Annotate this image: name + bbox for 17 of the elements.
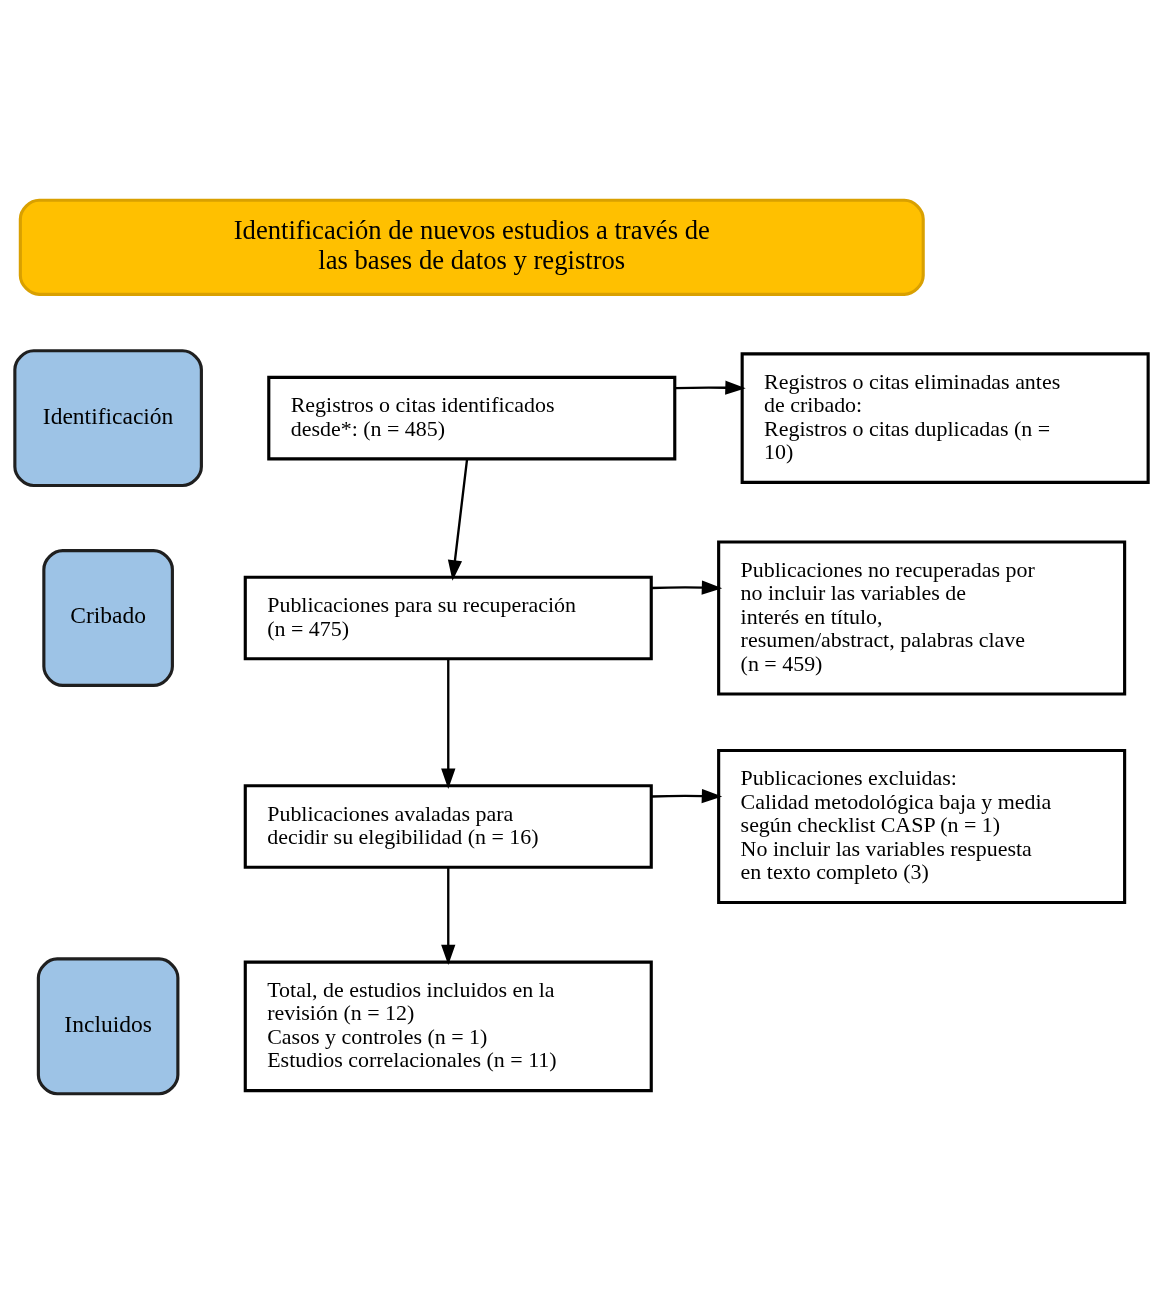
node-box: Identificación bbox=[13, 349, 203, 488]
node-box: Incluidos bbox=[36, 957, 180, 1096]
node-box: Publicaciones no recuperadas por no incluir las variables de interés en título, resumen/abstract, palabras clave (n = 459) bbox=[717, 540, 1127, 696]
node-box: Identificación de nuevos estudios a través de las bases de datos y registros bbox=[18, 198, 925, 296]
arrow bbox=[651, 788, 723, 804]
arrow bbox=[447, 458, 469, 581]
node-box: Registros o citas eliminadas antes de cribado: Registros o citas duplicadas (n = 10) bbox=[740, 352, 1150, 484]
node-box: Publicaciones avaladas para decidir su elegibilidad (n = 16) bbox=[243, 784, 653, 869]
node-box: Publicaciones para su recuperación (n = 475) bbox=[243, 575, 653, 661]
node-box: Total, de estudios incluidos en la revisión (n = 12) Casos y controles (n = 1) Estudios correlacionales (n = 11) bbox=[243, 960, 653, 1093]
arrow bbox=[675, 380, 746, 395]
node-box: Publicaciones excluidas: Calidad metodológica baja y media según checklist CASP (n = 1) No incluir las variables respuesta en texto completo (3) bbox=[717, 748, 1127, 905]
arrow bbox=[441, 659, 456, 789]
arrow bbox=[651, 580, 723, 595]
arrow bbox=[441, 867, 456, 966]
node-box: Registros o citas identificados desde*: (n = 485) bbox=[267, 375, 677, 461]
node-box: Cribado bbox=[42, 549, 174, 687]
